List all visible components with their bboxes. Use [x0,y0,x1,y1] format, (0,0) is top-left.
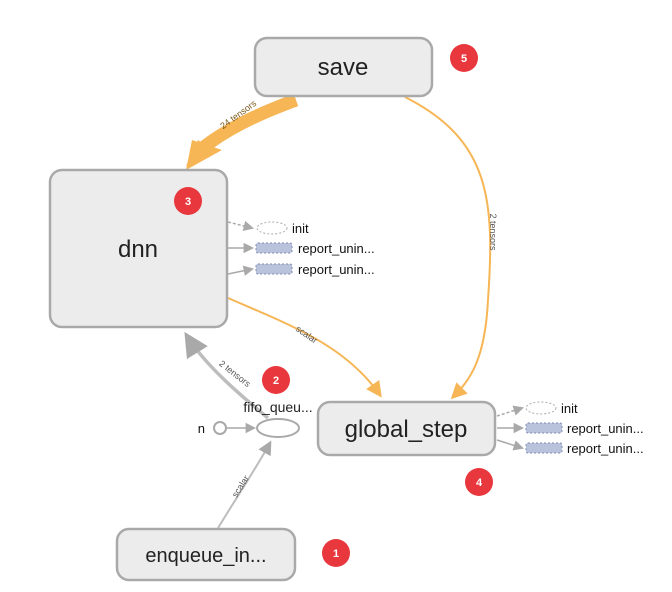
badge-5-text: 5 [461,53,467,65]
node-n-label: n [198,421,205,436]
badge-5: 5 [450,44,478,72]
node-enqueue-label: enqueue_in... [145,545,266,567]
node-dnn[interactable]: dnn [48,168,229,329]
global-step-aux-report-1[interactable]: report_unin... [525,421,644,436]
edge-label-2-tensors: 2 tensors [488,213,498,251]
edge-save-to-global-step[interactable]: 2 tensors [404,96,498,400]
edge-label-scalar-enqueue: scalar [230,474,251,500]
node-global-step-label: global_step [345,416,468,443]
edge-enqueue-to-fifo[interactable]: scalar [217,440,272,529]
edge-save-to-dnn[interactable]: 24 tensors [186,93,299,170]
global-step-aux-init[interactable]: init [525,401,578,416]
node-global-step[interactable]: global_step [316,400,497,457]
dnn-aux-report-1[interactable]: report_unin... [255,241,375,256]
dnn-aux-report-2-label: report_unin... [298,262,375,277]
badge-1-text: 1 [333,548,339,560]
global-step-aux-report-2[interactable]: report_unin... [525,441,644,456]
badge-2: 2 [262,366,290,394]
dnn-aux-init[interactable]: init [256,221,309,236]
dnn-aux-report-2[interactable]: report_unin... [255,262,375,277]
node-dnn-label: dnn [118,236,158,263]
badge-2-text: 2 [273,375,279,387]
node-n[interactable]: n [198,421,227,436]
badge-3: 3 [174,187,202,215]
node-fifo-queue[interactable]: fifo_queu... [243,399,313,438]
global-step-aux-init-label: init [561,401,578,416]
dnn-aux-report-1-label: report_unin... [298,241,375,256]
node-save[interactable]: save [253,36,434,98]
node-enqueue[interactable]: enqueue_in... [115,527,297,582]
edge-label-2-tensors-fifo: 2 tensors [217,358,253,389]
edge-label-scalar-dnn: scalar [294,324,319,346]
dnn-aux-init-label: init [292,221,309,236]
badge-4-text: 4 [476,477,483,489]
node-fifo-queue-label: fifo_queu... [243,399,312,415]
dnn-aux-edges [227,220,255,276]
badge-1: 1 [322,539,350,567]
global-step-aux-report-1-label: report_unin... [567,421,644,436]
global-step-aux-edges [496,405,525,451]
node-save-label: save [318,54,369,81]
global-step-aux-report-2-label: report_unin... [567,441,644,456]
badge-4: 4 [465,468,493,496]
badge-3-text: 3 [185,196,191,208]
